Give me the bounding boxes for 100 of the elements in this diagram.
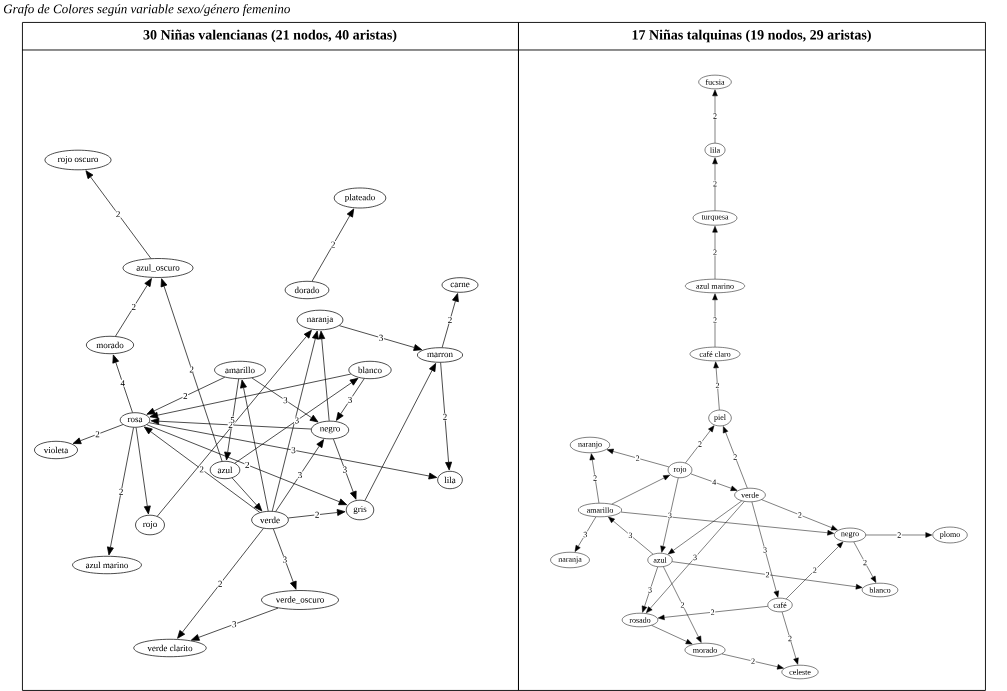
graph-node: café bbox=[767, 597, 793, 613]
edge-label: 2 bbox=[330, 241, 336, 249]
arrow bbox=[651, 625, 693, 645]
arrow bbox=[721, 653, 784, 670]
edge-label: 2 bbox=[635, 455, 641, 462]
edge-label: 2 bbox=[679, 601, 686, 609]
edge-label: 3 bbox=[282, 396, 289, 404]
edge-label: 2 bbox=[712, 316, 718, 324]
arrow bbox=[275, 439, 324, 512]
edge-label: 2 bbox=[764, 571, 771, 578]
arrow bbox=[224, 378, 239, 461]
arrow bbox=[657, 606, 768, 621]
graph-node: celeste bbox=[781, 664, 819, 680]
edge-label: 2 bbox=[217, 580, 223, 588]
edge-label: 2 bbox=[188, 365, 195, 373]
edge-label: 3 bbox=[347, 396, 353, 404]
graph-node: rojo bbox=[135, 514, 165, 536]
graph-node: marron bbox=[417, 347, 463, 363]
edge-label: 3 bbox=[282, 555, 288, 564]
graph-node: carne bbox=[441, 277, 479, 293]
edge-label: 3 bbox=[297, 471, 303, 479]
arrow bbox=[620, 511, 834, 536]
graph-node: azul bbox=[209, 460, 241, 480]
arrow bbox=[723, 426, 748, 489]
graph-node: morado bbox=[684, 642, 726, 658]
arrow bbox=[146, 424, 348, 506]
arrow bbox=[611, 474, 670, 505]
edge-label: 3 bbox=[667, 512, 673, 519]
arrow bbox=[149, 373, 352, 419]
arrow bbox=[751, 501, 779, 598]
arrow bbox=[690, 473, 738, 491]
edge-label: 2 bbox=[198, 465, 205, 473]
arrow bbox=[606, 448, 669, 468]
edge-label: 2 bbox=[115, 210, 121, 218]
graph-node: rojo bbox=[667, 461, 693, 479]
edge-label: 3 bbox=[342, 466, 348, 474]
arrow bbox=[441, 293, 459, 348]
arrow bbox=[339, 325, 423, 351]
graph-node: verde bbox=[251, 510, 289, 530]
graph-node: lila bbox=[437, 470, 463, 490]
edge-label: 2 bbox=[697, 440, 703, 448]
edge-label: 2 bbox=[797, 511, 803, 519]
graph-node: azul marino bbox=[685, 278, 745, 294]
arrow bbox=[231, 477, 263, 512]
edge-label: 5 bbox=[229, 416, 236, 424]
arrow bbox=[234, 377, 359, 464]
graph-node: piel bbox=[708, 409, 732, 427]
arrow bbox=[663, 566, 702, 643]
graph-node: negro bbox=[834, 527, 866, 543]
arrow bbox=[85, 170, 152, 259]
edge-label: 2 bbox=[812, 566, 818, 574]
edge-label: 4 bbox=[711, 479, 717, 486]
edge-label: 3 bbox=[582, 531, 588, 538]
arrow bbox=[364, 363, 437, 501]
edge-label: 2 bbox=[896, 531, 902, 539]
graph-node: plomo bbox=[932, 526, 968, 544]
graph-node: naranja bbox=[296, 309, 344, 331]
graph-node: verde clarito bbox=[133, 638, 207, 658]
arrow bbox=[72, 424, 124, 445]
graph-node: blanco bbox=[348, 360, 392, 380]
arrow bbox=[712, 293, 718, 348]
arrow bbox=[251, 377, 319, 423]
arrow bbox=[287, 509, 346, 519]
arrow bbox=[660, 477, 679, 553]
arrow bbox=[671, 561, 863, 590]
graph-node: rojo oscuro bbox=[44, 149, 112, 171]
arrow bbox=[685, 425, 715, 464]
edge-label: 2 bbox=[118, 488, 124, 496]
arrow bbox=[240, 379, 269, 512]
arrow bbox=[761, 499, 838, 531]
edge-label: 3 bbox=[762, 546, 768, 554]
arrow bbox=[112, 354, 133, 413]
edge-label: 2 bbox=[442, 413, 448, 421]
arrow bbox=[574, 516, 597, 552]
arrow bbox=[865, 532, 933, 538]
arrow bbox=[589, 453, 600, 504]
arrow bbox=[157, 329, 312, 517]
graph-node: gris bbox=[345, 499, 375, 521]
edge-label: 3 bbox=[231, 620, 238, 628]
graph-node: rosa bbox=[119, 412, 151, 428]
arrow bbox=[853, 541, 877, 583]
arrow bbox=[440, 362, 452, 471]
edge-label: 3 bbox=[627, 532, 634, 539]
graph-node: plateado bbox=[333, 187, 387, 209]
arrow bbox=[668, 500, 742, 555]
arrow bbox=[143, 426, 261, 513]
arrow bbox=[781, 611, 799, 665]
arrow bbox=[713, 361, 720, 411]
graph-node: verde bbox=[734, 487, 766, 503]
graph-node: café claro bbox=[689, 346, 741, 362]
graph-node: amarillo bbox=[578, 502, 622, 518]
arrow bbox=[336, 378, 365, 421]
edge-label: 2 bbox=[592, 474, 598, 482]
arrow bbox=[785, 541, 844, 600]
graph-node: lila bbox=[704, 142, 726, 158]
arrow bbox=[160, 278, 223, 462]
edge-label: 2 bbox=[314, 511, 320, 519]
arrow bbox=[333, 438, 357, 500]
graph-node: verde_oscuro bbox=[261, 590, 339, 610]
edge-label: 2 bbox=[862, 559, 868, 566]
